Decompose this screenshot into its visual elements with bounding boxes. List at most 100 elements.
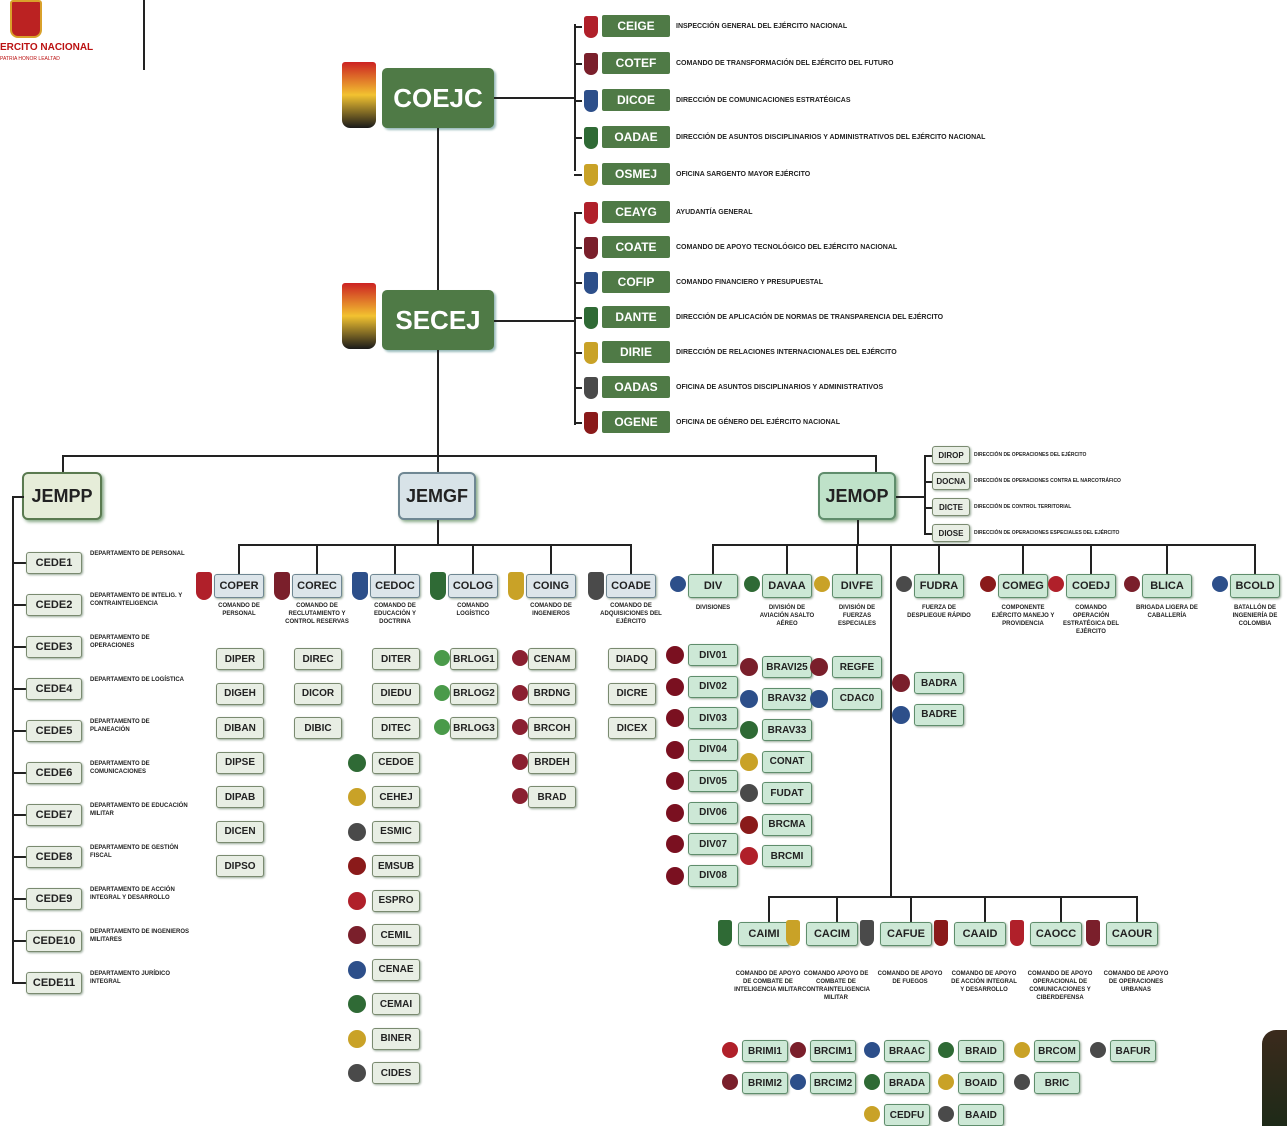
sub-box-div03[interactable]: DIV03	[688, 707, 738, 729]
sub-box-dicre[interactable]: DICRE	[608, 682, 656, 705]
command-box-fudra[interactable]: FUDRA	[914, 574, 964, 598]
sub-box-diadq[interactable]: DIADQ	[608, 648, 656, 670]
cede-box-cede1[interactable]: CEDE1	[26, 552, 82, 574]
command-box-caour[interactable]: CAOUR	[1106, 922, 1158, 946]
sub-box-brdng[interactable]: BRDNG	[528, 682, 576, 705]
cede-box-cede2[interactable]: CEDE2	[26, 594, 82, 616]
sub-box-esmic[interactable]: ESMIC	[372, 820, 420, 843]
unit-box-oadas[interactable]: OADAS	[602, 376, 670, 398]
sub-box-brimi2[interactable]: BRIMI2	[742, 1072, 788, 1094]
command-box-div[interactable]: DIV	[688, 574, 738, 598]
sub-box-biner[interactable]: BINER	[372, 1027, 420, 1050]
sub-box-braid[interactable]: BRAID	[958, 1040, 1004, 1062]
sub-box-baaid[interactable]: BAAID	[958, 1104, 1004, 1126]
sub-box-div04[interactable]: DIV04	[688, 738, 738, 761]
sub-box-brad[interactable]: BRAD	[528, 786, 576, 808]
sub-box-cides[interactable]: CIDES	[372, 1062, 420, 1084]
sub-box-dibic[interactable]: DIBIC	[294, 717, 342, 739]
sub-box-dipab[interactable]: DIPAB	[216, 786, 264, 808]
cede-box-cede8[interactable]: CEDE8	[26, 846, 82, 868]
command-box-comeg[interactable]: COMEG	[998, 574, 1048, 598]
command-box-bcold[interactable]: BCOLD	[1230, 574, 1280, 598]
sub-box-div02[interactable]: DIV02	[688, 675, 738, 698]
sub-box-div07[interactable]: DIV07	[688, 833, 738, 855]
sub-box-cenam[interactable]: CENAM	[528, 648, 576, 670]
sub-box-dicor[interactable]: DICOR	[294, 682, 342, 705]
sub-box-brimi1[interactable]: BRIMI1	[742, 1040, 788, 1062]
sub-box-fudat[interactable]: FUDAT	[762, 782, 812, 804]
unit-box-dirie[interactable]: DIRIE	[602, 341, 670, 363]
sub-box-boaid[interactable]: BOAID	[958, 1072, 1004, 1094]
command-box-davaa[interactable]: DAVAA	[762, 574, 812, 598]
sub-box-badra[interactable]: BADRA	[914, 672, 964, 694]
sub-box-espro[interactable]: ESPRO	[372, 889, 420, 912]
command-box-colog[interactable]: COLOG	[448, 574, 498, 598]
unit-box-ceayg[interactable]: CEAYG	[602, 201, 670, 223]
sub-box-brlog3[interactable]: BRLOG3	[450, 717, 498, 739]
sub-box-diedu[interactable]: DIEDU	[372, 682, 420, 705]
unit-box-dante[interactable]: DANTE	[602, 306, 670, 328]
sub-box-emsub[interactable]: EMSUB	[372, 855, 420, 877]
sub-box-cedfu[interactable]: CEDFU	[884, 1104, 930, 1126]
direction-box-dirop[interactable]: DIROP	[932, 446, 970, 464]
sub-box-badre[interactable]: BADRE	[914, 703, 964, 726]
unit-box-oadae[interactable]: OADAE	[602, 126, 670, 148]
sub-box-bravi25[interactable]: BRAVI25	[762, 656, 812, 678]
sub-box-cemai[interactable]: CEMAI	[372, 993, 420, 1015]
jemgf-box[interactable]: JEMGF	[398, 472, 476, 520]
unit-box-cofip[interactable]: COFIP	[602, 271, 670, 293]
unit-box-osmej[interactable]: OSMEJ	[602, 163, 670, 185]
command-box-corec[interactable]: COREC	[292, 574, 342, 598]
unit-box-ogene[interactable]: OGENE	[602, 411, 670, 433]
sub-box-direc[interactable]: DIREC	[294, 648, 342, 670]
sub-box-bric[interactable]: BRIC	[1034, 1072, 1080, 1094]
sub-box-dicex[interactable]: DICEX	[608, 717, 656, 739]
sub-box-cemil[interactable]: CEMIL	[372, 924, 420, 946]
sub-box-brcim2[interactable]: BRCIM2	[810, 1072, 856, 1094]
sub-box-bafur[interactable]: BAFUR	[1110, 1040, 1156, 1062]
jemop-box[interactable]: JEMOP	[818, 472, 896, 520]
cede-box-cede4[interactable]: CEDE4	[26, 678, 82, 700]
command-box-cedoc[interactable]: CEDOC	[370, 574, 420, 598]
sub-box-dicen[interactable]: DICEN	[216, 820, 264, 843]
command-box-cafue[interactable]: CAFUE	[880, 922, 932, 946]
sub-box-cdac0[interactable]: CDAC0	[832, 687, 882, 710]
sub-box-regfe[interactable]: REGFE	[832, 656, 882, 678]
cede-box-cede7[interactable]: CEDE7	[26, 804, 82, 826]
sub-box-div06[interactable]: DIV06	[688, 801, 738, 824]
cede-box-cede3[interactable]: CEDE3	[26, 636, 82, 658]
unit-box-coate[interactable]: COATE	[602, 236, 670, 258]
cede-box-cede6[interactable]: CEDE6	[26, 762, 82, 784]
command-box-coper[interactable]: COPER	[214, 574, 264, 598]
sub-box-diter[interactable]: DITER	[372, 648, 420, 670]
sub-box-dipso[interactable]: DIPSO	[216, 855, 264, 877]
command-box-blica[interactable]: BLICA	[1142, 574, 1192, 598]
unit-box-ceige[interactable]: CEIGE	[602, 15, 670, 37]
sub-box-div01[interactable]: DIV01	[688, 644, 738, 666]
sub-box-diban[interactable]: DIBAN	[216, 717, 264, 739]
sub-box-brcim1[interactable]: BRCIM1	[810, 1040, 856, 1062]
sub-box-conat[interactable]: CONAT	[762, 750, 812, 773]
sub-box-brlog1[interactable]: BRLOG1	[450, 648, 498, 670]
sub-box-cedoe[interactable]: CEDOE	[372, 751, 420, 774]
cede-box-cede5[interactable]: CEDE5	[26, 720, 82, 742]
command-box-coing[interactable]: COING	[526, 574, 576, 598]
sub-box-dipse[interactable]: DIPSE	[216, 751, 264, 774]
cede-box-cede10[interactable]: CEDE10	[26, 930, 82, 952]
sub-box-brdeh[interactable]: BRDEH	[528, 751, 576, 774]
sub-box-brav33[interactable]: BRAV33	[762, 719, 812, 741]
sub-box-brada[interactable]: BRADA	[884, 1072, 930, 1094]
sub-box-brcoh[interactable]: BRCOH	[528, 717, 576, 739]
sub-box-cehej[interactable]: CEHEJ	[372, 786, 420, 808]
direction-box-docna[interactable]: DOCNA	[932, 472, 970, 490]
sub-box-brcmi[interactable]: BRCMI	[762, 845, 812, 867]
command-box-coedj[interactable]: COEDJ	[1066, 574, 1116, 598]
command-box-divfe[interactable]: DIVFE	[832, 574, 882, 598]
sub-box-brlog2[interactable]: BRLOG2	[450, 682, 498, 705]
sub-box-ditec[interactable]: DITEC	[372, 717, 420, 739]
cede-box-cede9[interactable]: CEDE9	[26, 888, 82, 910]
cede-box-cede11[interactable]: CEDE11	[26, 972, 82, 994]
sub-box-cenae[interactable]: CENAE	[372, 958, 420, 981]
command-box-caaid[interactable]: CAAID	[954, 922, 1006, 946]
sub-box-brcma[interactable]: BRCMA	[762, 813, 812, 836]
